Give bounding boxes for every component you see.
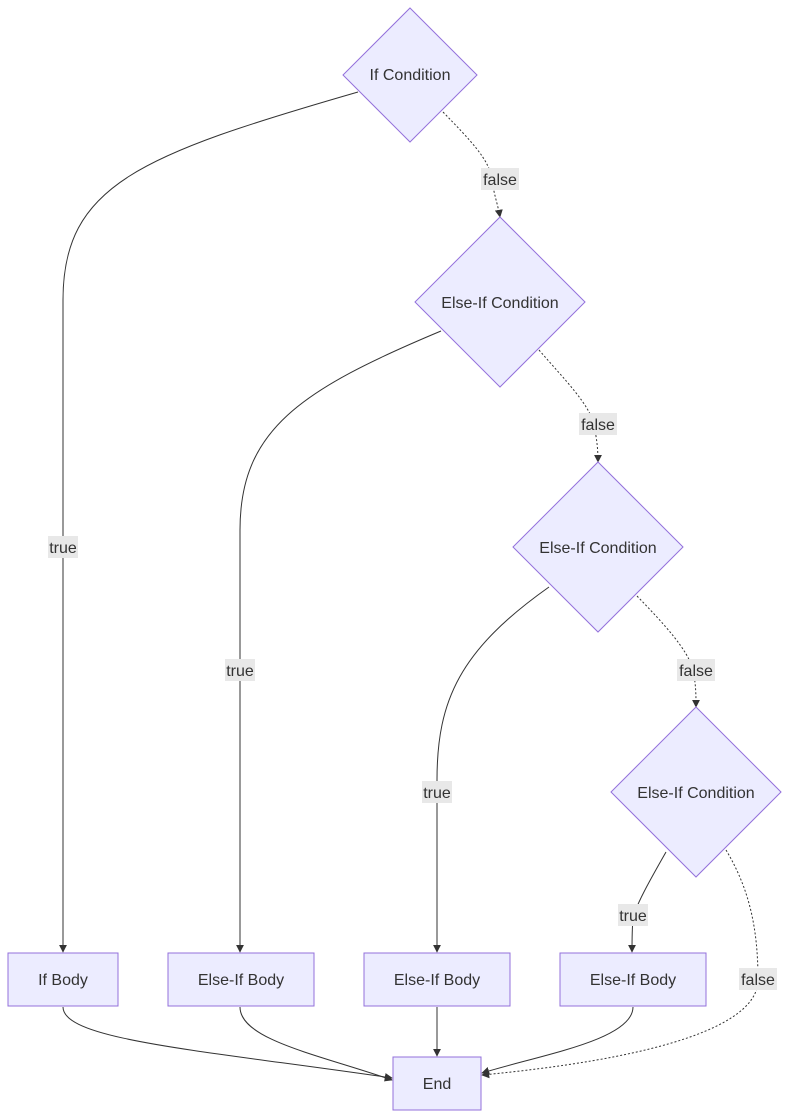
svg-text:false: false [483, 172, 517, 189]
node-label: Else-If Condition [539, 540, 656, 557]
edge-label-elseif1-false: false [579, 413, 617, 435]
edge-elseif3-false [481, 849, 759, 1079]
svg-text:false: false [581, 417, 615, 434]
svg-text:true: true [49, 540, 77, 557]
node-label: End [423, 1076, 451, 1093]
edge-label-elseif2-false: false [677, 659, 715, 681]
edge-label-elseif3-false: false [739, 968, 777, 990]
edge-elseifbody3-end [481, 1006, 634, 1075]
decision-elseif-condition-2: Else-If Condition [512, 461, 684, 633]
svg-text:false: false [679, 663, 713, 680]
edge-elseif2-true [433, 586, 550, 953]
svg-text:true: true [226, 663, 254, 680]
node-label: If Condition [370, 67, 451, 84]
process-elseif-body-2: Else-If Body [363, 952, 511, 1007]
node-label: Else-If Body [198, 972, 284, 989]
edge-if-true [59, 91, 359, 953]
edge-label-if-false: false [481, 168, 519, 190]
decision-if-condition: If Condition [342, 7, 478, 143]
node-label: Else-If Condition [441, 295, 558, 312]
process-elseif-body-1: Else-If Body [167, 952, 315, 1007]
svg-text:true: true [423, 785, 451, 802]
edge-ifbody-end [62, 1006, 393, 1081]
node-label: Else-If Condition [637, 785, 754, 802]
edge-elseif2-false [636, 595, 700, 708]
node-label: Else-If Body [394, 972, 480, 989]
node-label: Else-If Body [590, 972, 676, 989]
edge-label-elseif2-true: true [422, 781, 452, 803]
decision-elseif-condition-3: Else-If Condition [610, 706, 782, 878]
process-end: End [392, 1056, 482, 1111]
svg-text:true: true [619, 908, 647, 925]
node-label: If Body [38, 972, 88, 989]
process-elseif-body-3: Else-If Body [559, 952, 707, 1007]
edge-elseif1-true [236, 330, 442, 953]
edge-elseif3-true [628, 851, 667, 953]
process-if-body: If Body [7, 952, 119, 1007]
svg-text:false: false [741, 972, 775, 989]
edge-label-elseif3-true: true [618, 904, 648, 926]
edge-elseifbody1-end [239, 1006, 393, 1082]
edge-labels: true false true false true false true f [48, 168, 777, 990]
edges [59, 91, 759, 1082]
edge-elseif1-false [538, 349, 602, 463]
edge-label-elseif1-true: true [225, 659, 255, 681]
decision-elseif-condition-1: Else-If Condition [414, 216, 586, 388]
edge-if-false [442, 111, 503, 218]
edge-label-if-true: true [48, 536, 78, 558]
